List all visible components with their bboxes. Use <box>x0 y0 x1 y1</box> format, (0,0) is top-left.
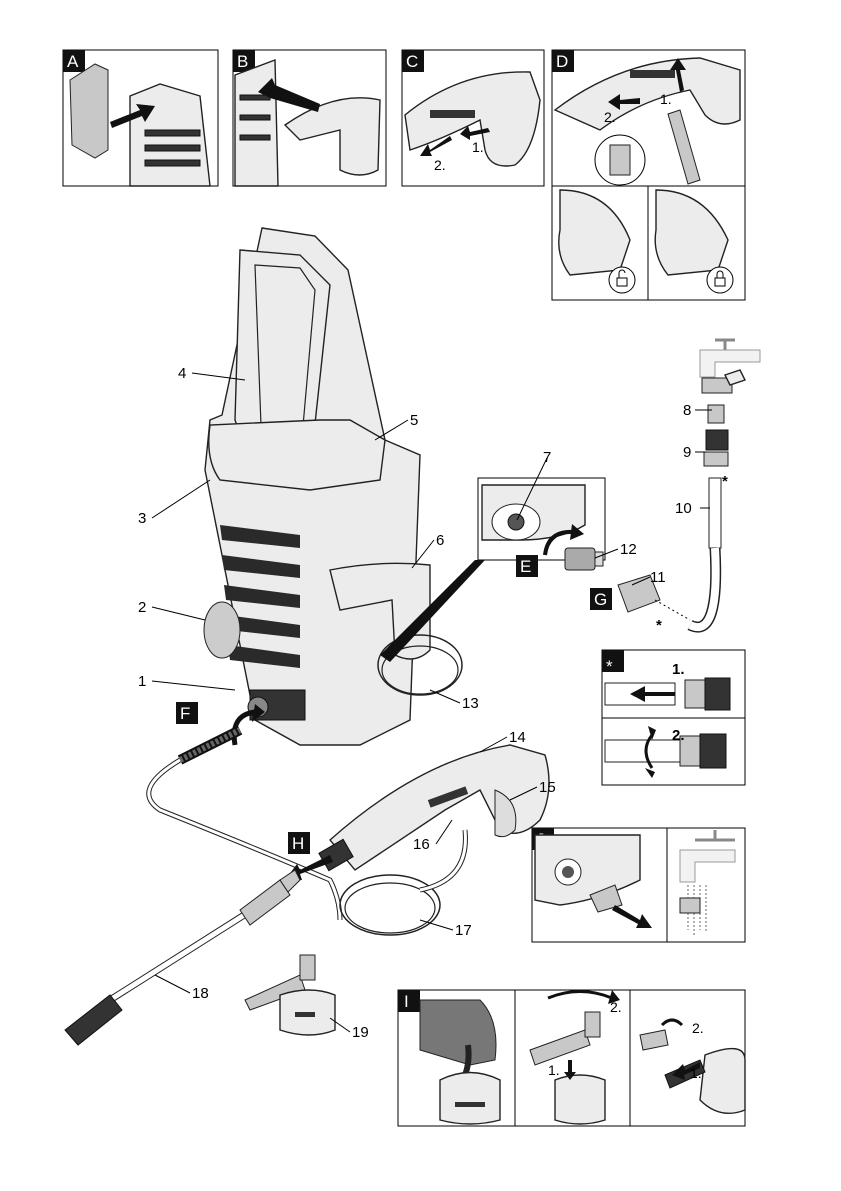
part-number-19: 19 <box>352 1024 369 1041</box>
part-number-18: 18 <box>192 985 209 1002</box>
panel-c-step-1: 1. <box>472 139 484 155</box>
panel-a-label: A <box>67 52 79 71</box>
panel-star-label: * <box>606 657 613 676</box>
panel-j: J <box>532 828 745 942</box>
panel-i-step-2a: 2. <box>610 999 622 1015</box>
part-number-10: 10 <box>675 500 692 517</box>
part-number-7: 7 <box>543 449 551 466</box>
part-number-6: 6 <box>436 532 444 549</box>
part-number-12: 12 <box>620 541 637 558</box>
panel-i-step-2b: 2. <box>692 1020 704 1036</box>
part-number-2: 2 <box>138 599 146 616</box>
spray-gun: H <box>285 745 549 880</box>
panel-i-step-1a: 1. <box>548 1062 560 1078</box>
panel-c: C 1. 2. <box>402 50 544 186</box>
panel-i-step-1b: 1. <box>690 1065 702 1081</box>
part-number-8: 8 <box>683 402 691 419</box>
star-mark-tap: * <box>722 473 728 490</box>
panel-d-label: D <box>556 52 568 71</box>
part-number-11: 11 <box>650 569 666 586</box>
panel-h-label: H <box>292 834 304 853</box>
panel-i-label: I <box>404 992 409 1011</box>
part-number-1: 1 <box>138 673 146 690</box>
panel-a: A <box>63 50 218 186</box>
panel-c-label: C <box>406 52 418 71</box>
panel-c-step-2: 2. <box>434 157 446 173</box>
pressure-washer-unit <box>204 228 462 745</box>
part-number-16: 16 <box>413 836 430 853</box>
panel-e-label: E <box>520 557 531 576</box>
part-number-14: 14 <box>509 729 526 746</box>
tap-connection: * <box>690 340 760 627</box>
detergent-bottle <box>245 955 335 1035</box>
panel-f-label: F <box>180 704 190 723</box>
panel-i: I 2. 1. 2. 1. <box>398 990 745 1126</box>
panel-b-label: B <box>237 52 248 71</box>
spray-lance <box>65 870 300 1045</box>
part-number-9: 9 <box>683 444 691 461</box>
part-number-13: 13 <box>462 695 479 712</box>
panel-star-step-2: 2. <box>672 727 685 744</box>
part-number-15: 15 <box>539 779 556 796</box>
panel-d-step-2: 2. <box>604 109 616 125</box>
part-number-3: 3 <box>138 510 146 527</box>
panel-star: * 1. 2. <box>602 650 745 785</box>
panel-g-label: G <box>594 590 607 609</box>
panel-d-step-1: 1. <box>660 91 672 107</box>
panel-star-step-1: 1. <box>672 661 685 678</box>
panel-b: B <box>233 50 386 186</box>
part-number-17: 17 <box>455 922 472 939</box>
part-number-5: 5 <box>410 412 418 429</box>
star-mark-g: * <box>656 617 662 634</box>
panel-d: D 2. 1. <box>552 50 745 300</box>
panel-i-badge <box>398 990 420 1012</box>
part-number-4: 4 <box>178 365 186 382</box>
